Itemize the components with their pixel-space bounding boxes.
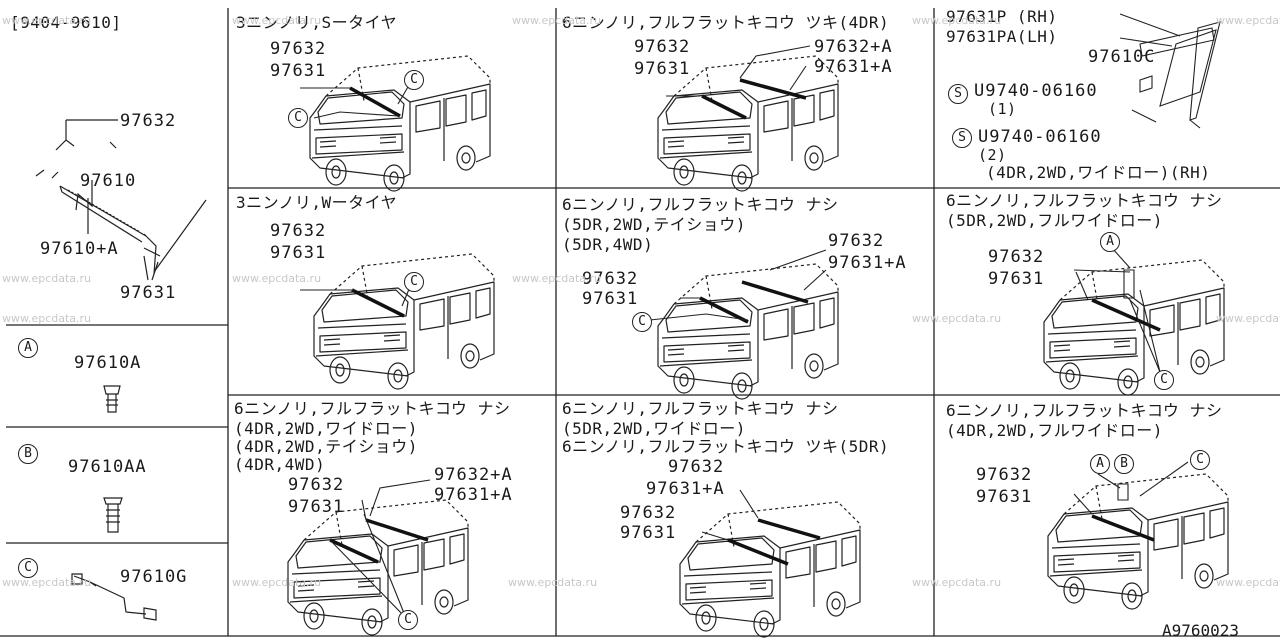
cell-4-part-97632: 97632 <box>270 221 327 241</box>
cell-8-spec: (5DR,2WD,ワイドロー) <box>562 419 746 438</box>
cell-2-part-97631: 97631 <box>634 59 691 79</box>
cell-8-part-97631-a: 97631+A <box>646 479 725 499</box>
cell-3-marker-s-icon: S <box>948 84 968 104</box>
part-number-97610: 97610 <box>80 171 137 191</box>
watermark: www.epcdata.ru <box>1216 312 1280 325</box>
part-number-97610g: 97610G <box>120 567 188 587</box>
watermark: www.epcdata.ru <box>1216 14 1280 27</box>
cell-4-part-97631: 97631 <box>270 243 327 263</box>
cell-1-part-97632: 97632 <box>270 39 327 59</box>
cell-9-part-97631: 97631 <box>976 487 1033 507</box>
cell-8-title-2: 6ニンノリ,フルフラットキコウ ツキ(5DR) <box>562 437 890 456</box>
diagram-code: A9760023 <box>1162 621 1240 640</box>
watermark: www.epcdata.ru <box>1216 576 1280 589</box>
cell-5-spec-2: (5DR,4WD) <box>562 235 654 254</box>
cell-3-part-u9740-1: U9740-06160 <box>974 81 1098 101</box>
cell-7-spec-2: (4DR,2WD,テイショウ) <box>234 437 418 456</box>
cell-5-marker-c-icon: C <box>632 312 652 332</box>
cell-8-part-97632: 97632 <box>668 457 725 477</box>
cell-5-part-97631-b: 97631 <box>582 289 639 309</box>
cell-3-part-97610c: 97610C <box>1088 47 1156 67</box>
watermark: www.epcdata.ru <box>912 576 1002 589</box>
cell-1-title: 3ニンノリ,Sータイヤ <box>236 13 398 32</box>
cell-7-spec-1: (4DR,2WD,ワイドロー) <box>234 419 418 438</box>
cell-5-part-97632: 97632 <box>828 231 885 251</box>
watermark: www.epcdata.ru <box>2 272 92 285</box>
cell-9-marker-c-icon: C <box>1190 450 1210 470</box>
cell-9-part-97632: 97632 <box>976 465 1033 485</box>
watermark: www.epcdata.ru <box>2 576 92 589</box>
cell-6-marker-c-icon: C <box>1154 370 1174 390</box>
cell-5-title: 6ニンノリ,フルフラットキコウ ナシ <box>562 195 839 214</box>
part-number-97631: 97631 <box>120 283 177 303</box>
cell-6-title: 6ニンノリ,フルフラットキコウ ナシ <box>946 191 1223 210</box>
cell-9-spec: (4DR,2WD,フルワイドロー) <box>946 421 1163 440</box>
cell-7-spec-3: (4DR,4WD) <box>234 455 326 474</box>
part-number-97632: 97632 <box>120 111 177 131</box>
date-range-label: [9404-9610] <box>10 13 122 32</box>
cell-6-marker-a-icon: A <box>1100 232 1120 252</box>
cell-2-part-97632-a: 97632+A <box>814 37 893 57</box>
cell-7-title: 6ニンノリ,フルフラットキコウ ナシ <box>234 399 511 418</box>
cell-1-part-97631: 97631 <box>270 61 327 81</box>
cell-6-part-97632: 97632 <box>988 247 1045 267</box>
cell-2-part-97632: 97632 <box>634 37 691 57</box>
cell-5-part-97631-a: 97631+A <box>828 253 907 273</box>
cell-4-marker-c-icon: C <box>404 272 424 292</box>
cell-7-part-97631-a: 97631+A <box>434 485 513 505</box>
cell-9-marker-a-icon: A <box>1090 454 1110 474</box>
cell-7-part-97631: 97631 <box>288 497 345 517</box>
marker-b-icon: B <box>18 444 38 464</box>
watermark: www.epcdata.ru <box>2 14 92 27</box>
cell-7-part-97632: 97632 <box>288 475 345 495</box>
cell-1-marker-c-icon: C <box>404 70 424 90</box>
cell-6-part-97631: 97631 <box>988 269 1045 289</box>
marker-a-icon: A <box>18 338 38 358</box>
cell-9-title: 6ニンノリ,フルフラットキコウ ナシ <box>946 401 1223 420</box>
watermark: www.epcdata.ru <box>512 14 602 27</box>
cell-4-title: 3ニンノリ,Wータイヤ <box>236 193 398 212</box>
watermark: www.epcdata.ru <box>232 14 322 27</box>
part-number-97610a: 97610A <box>74 353 142 373</box>
watermark: www.epcdata.ru <box>508 576 598 589</box>
watermark: www.epcdata.ru <box>912 14 1002 27</box>
cell-3-part-u9740-2: U9740-06160 <box>978 127 1102 147</box>
watermark: www.epcdata.ru <box>912 312 1002 325</box>
cell-8-title: 6ニンノリ,フルフラットキコウ ナシ <box>562 399 839 418</box>
cell-9-marker-b-icon: B <box>1114 454 1134 474</box>
cell-3-qty-2: (2) <box>978 146 1007 164</box>
cell-3-marker-s-icon-2: S <box>952 128 972 148</box>
cell-3-qty-1: (1) <box>988 100 1017 118</box>
marker-c-icon: C <box>18 558 38 578</box>
cell-3-part-97631p: 97631P (RH) <box>946 7 1058 26</box>
watermark: www.epcdata.ru <box>232 576 322 589</box>
cell-7-marker-c-icon: C <box>398 610 418 630</box>
cell-7-part-97632-a: 97632+A <box>434 465 513 485</box>
cell-6-spec: (5DR,2WD,フルワイドロー) <box>946 211 1163 230</box>
part-number-97610aa: 97610AA <box>68 457 147 477</box>
cell-1-marker-c-icon-2: C <box>288 108 308 128</box>
cell-2-part-97631-a: 97631+A <box>814 57 893 77</box>
cell-5-spec-1: (5DR,2WD,テイショウ) <box>562 215 746 234</box>
watermark: www.epcdata.ru <box>512 272 602 285</box>
watermark: www.epcdata.ru <box>232 272 322 285</box>
watermark: www.epcdata.ru <box>2 312 92 325</box>
cell-8-part-97632-b: 97632 <box>620 503 677 523</box>
cell-3-spec: (4DR,2WD,ワイドロー)(RH) <box>986 163 1211 182</box>
cell-2-title: 6ニンノリ,フルフラットキコウ ツキ(4DR) <box>562 13 890 32</box>
cell-8-part-97631-b: 97631 <box>620 523 677 543</box>
cell-5-part-97632-b: 97632 <box>582 269 639 289</box>
cell-3-part-97631pa: 97631PA(LH) <box>946 27 1058 46</box>
part-number-97610-a: 97610+A <box>40 239 119 259</box>
